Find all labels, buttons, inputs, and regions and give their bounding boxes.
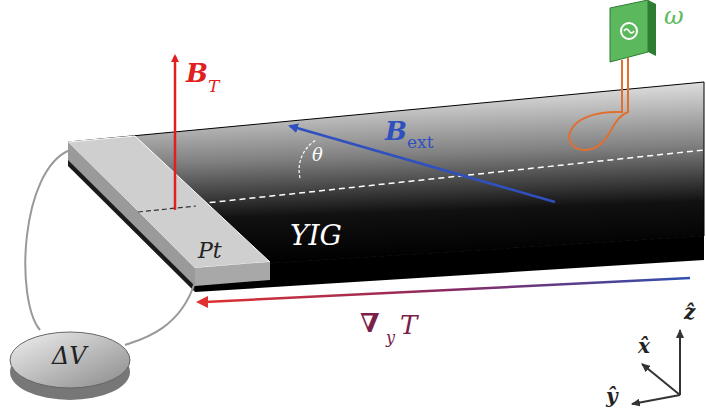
subscript: T — [208, 78, 219, 95]
vector-symbol: B — [186, 60, 208, 86]
temperature-label: T — [400, 312, 417, 338]
angle-label: θ — [312, 146, 323, 164]
pt-dash — [138, 206, 196, 212]
axis-label: ŷ — [606, 386, 618, 406]
center-line — [140, 150, 704, 210]
subscript: y — [386, 330, 395, 346]
axis-z — [679, 330, 681, 395]
gradient-arrow — [205, 278, 690, 302]
gradient-head — [196, 296, 208, 308]
antenna-loop — [569, 58, 628, 150]
axis-label: ẑ — [684, 302, 695, 322]
rf-source-side — [648, 0, 656, 56]
axis-x — [642, 364, 680, 395]
vector-symbol: B — [385, 118, 407, 144]
axis-label: x̂ — [638, 336, 650, 356]
bt-arrow — [174, 56, 177, 210]
material-label: Pt — [198, 240, 222, 262]
pt-front — [195, 262, 270, 286]
material-label: YIG — [290, 222, 342, 250]
voltmeter — [10, 332, 130, 388]
wire — [125, 282, 195, 345]
axis-y — [632, 395, 680, 404]
voltage-label: ΔV — [52, 344, 87, 368]
source-symbol — [621, 23, 637, 39]
wire — [25, 150, 70, 330]
gradient-symbol: ∇ — [360, 310, 380, 336]
source-symbol — [624, 29, 634, 33]
rf-source — [610, 0, 648, 62]
subscript: ext — [407, 134, 433, 151]
bext-arrow — [290, 126, 555, 202]
frequency-label: ω — [664, 4, 684, 28]
